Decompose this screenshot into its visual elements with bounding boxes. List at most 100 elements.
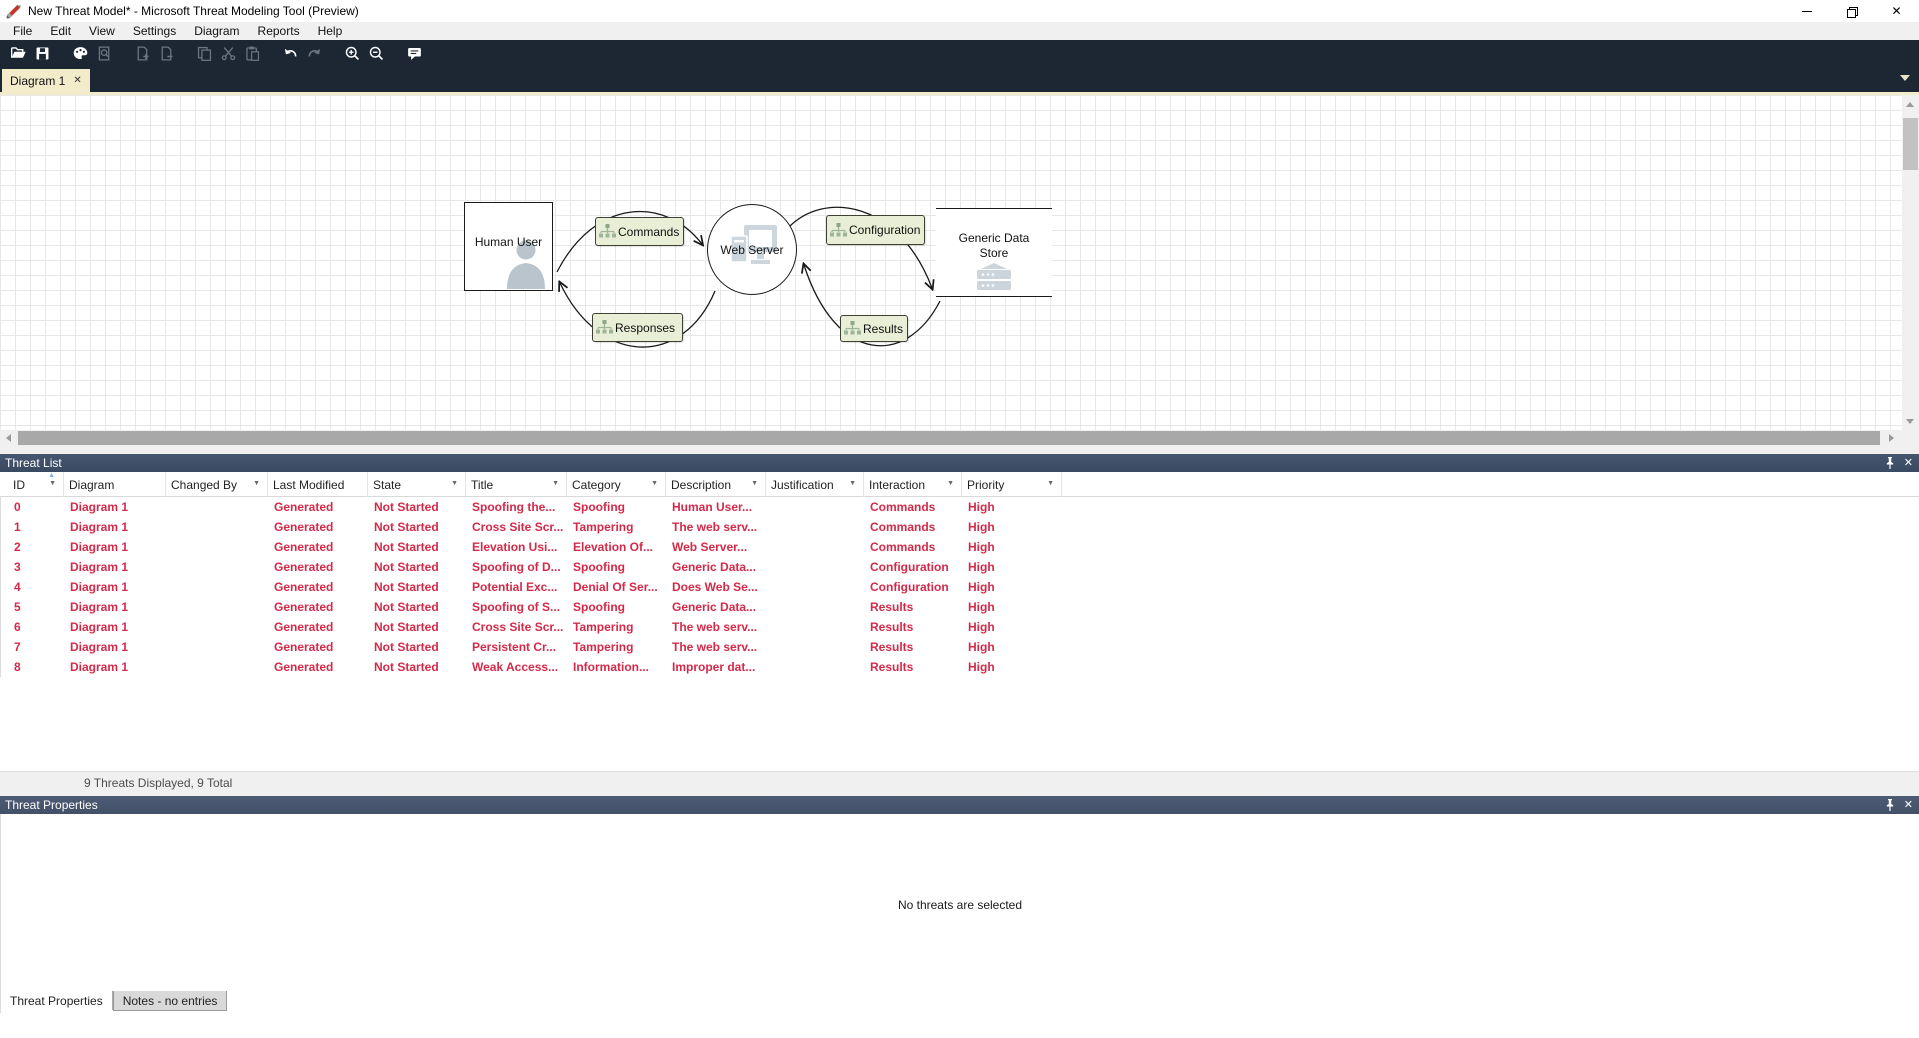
cell-title: Weak Access...: [472, 660, 559, 674]
filter-dropdown-icon[interactable]: ▼: [651, 480, 658, 487]
horizontal-scroll-thumb[interactable]: [18, 431, 1880, 445]
cell-description: The web serv...: [672, 640, 758, 654]
cell-title: Potential Exc...: [472, 580, 558, 594]
undo-icon[interactable]: [278, 42, 302, 66]
filter-dropdown-icon[interactable]: ▼: [947, 480, 954, 487]
cell-id: 6: [14, 620, 21, 634]
cell-justification: [767, 517, 865, 537]
column-header-priority[interactable]: Priority ▼: [962, 472, 1062, 497]
add-diagram-icon: [130, 42, 154, 66]
cell-category: Spoofing: [573, 500, 625, 514]
column-header-diagram[interactable]: Diagram: [64, 472, 166, 497]
menu-view[interactable]: View: [89, 24, 115, 38]
menu-edit[interactable]: Edit: [50, 24, 72, 38]
title-bar: New Threat Model* - Microsoft Threat Mod…: [0, 0, 1919, 22]
node-web-server[interactable]: Web Server: [707, 204, 797, 295]
tab-threat-properties[interactable]: Threat Properties: [1, 991, 113, 1010]
flow-label-responses[interactable]: Responses: [592, 313, 683, 342]
flow-label-results[interactable]: Results: [840, 315, 908, 342]
column-header-description[interactable]: Description ▼: [666, 472, 766, 497]
pin-icon[interactable]: [1885, 799, 1895, 811]
diagram-tab-bar: Diagram 1 ✕: [0, 67, 1919, 92]
scroll-down-icon[interactable]: [1906, 419, 1914, 424]
column-header-last_modified[interactable]: Last Modified: [268, 472, 368, 497]
panel-close-icon[interactable]: ✕: [1903, 456, 1913, 469]
column-header-interaction[interactable]: Interaction▼: [864, 472, 962, 497]
column-header-id[interactable]: ID▲▼: [8, 472, 64, 497]
column-header-justification[interactable]: Justification▼: [766, 472, 864, 497]
panel-close-icon[interactable]: ✕: [1903, 798, 1913, 811]
minimize-button[interactable]: [1784, 0, 1829, 22]
filter-dropdown-icon[interactable]: ▼: [1047, 480, 1054, 487]
column-header-category[interactable]: Category▼: [567, 472, 666, 497]
tab-diagram-1[interactable]: Diagram 1 ✕: [2, 69, 90, 92]
scroll-right-icon[interactable]: [1889, 434, 1894, 442]
cell-state: Not Started: [374, 520, 439, 534]
feedback-icon[interactable]: [402, 42, 426, 66]
tab-notes-no-entries[interactable]: Notes - no entries: [112, 991, 228, 1011]
threat-list-title: Threat List: [5, 456, 62, 470]
filter-dropdown-icon[interactable]: ▼: [451, 480, 458, 487]
canvas-horizontal-scrollbar[interactable]: [0, 430, 1902, 446]
node-generic-data-store[interactable]: Generic Data Store: [936, 208, 1052, 297]
column-header-title[interactable]: Title▼: [466, 472, 567, 497]
toolbar: [0, 40, 1919, 67]
filter-dropdown-icon[interactable]: ▼: [751, 480, 758, 487]
menu-diagram[interactable]: Diagram: [194, 24, 240, 38]
column-label: Description: [671, 477, 732, 492]
scroll-up-icon[interactable]: [1906, 102, 1914, 107]
close-button[interactable]: ✕: [1874, 0, 1919, 22]
canvas-vertical-scrollbar[interactable]: [1902, 95, 1919, 446]
cell-justification: [767, 497, 865, 517]
diagram-canvas[interactable]: Human User Web Server Generic Data Store: [0, 95, 1902, 430]
filter-dropdown-icon[interactable]: ▼: [849, 480, 856, 487]
node-human-user[interactable]: Human User: [464, 202, 553, 291]
flow-label-commands[interactable]: Commands: [595, 217, 684, 246]
filter-dropdown-icon[interactable]: ▼: [552, 480, 559, 487]
panel-splitter[interactable]: [0, 446, 1919, 454]
zoom-in-icon[interactable]: [340, 42, 364, 66]
open-icon[interactable]: [6, 42, 30, 66]
data-flow-curves: [556, 206, 941, 348]
zoom-out-icon[interactable]: [364, 42, 388, 66]
close-icon: ✕: [1891, 4, 1902, 18]
cell-description: Does Web Se...: [672, 580, 758, 594]
threat-properties-body: No threats are selected: [0, 814, 1919, 991]
cell-priority: High: [968, 500, 995, 514]
restore-button[interactable]: [1829, 0, 1874, 22]
tab-close-icon[interactable]: ✕: [73, 75, 82, 86]
cell-category: Elevation Of...: [573, 540, 654, 554]
scroll-left-icon[interactable]: [6, 434, 11, 442]
filter-dropdown-icon[interactable]: ▼: [253, 480, 260, 487]
cell-last_modified: Generated: [274, 560, 334, 574]
menu-help[interactable]: Help: [317, 24, 343, 38]
column-label: Last Modified: [273, 477, 345, 492]
save-icon[interactable]: [30, 42, 54, 66]
menu-reports[interactable]: Reports: [257, 24, 300, 38]
app-logo-icon: [6, 4, 21, 18]
menu-settings[interactable]: Settings: [132, 24, 177, 38]
panel-splitter[interactable]: [0, 793, 1919, 796]
menu-file[interactable]: File: [13, 24, 33, 38]
tab-list-dropdown-icon[interactable]: [1900, 75, 1910, 81]
column-header-changed_by[interactable]: Changed By▼: [166, 472, 268, 497]
filter-dropdown-icon[interactable]: ▼: [49, 480, 56, 487]
cell-title: Spoofing the...: [472, 500, 556, 514]
column-header-state[interactable]: State▼: [368, 472, 466, 497]
column-label: Priority: [967, 477, 1005, 492]
vertical-scroll-thumb[interactable]: [1903, 118, 1918, 170]
flow-label-text: Results: [863, 321, 904, 336]
cell-justification: [767, 577, 865, 597]
pin-icon[interactable]: [1885, 457, 1895, 469]
flow-label-configuration[interactable]: Configuration: [826, 215, 925, 245]
palette-icon[interactable]: [68, 42, 92, 66]
